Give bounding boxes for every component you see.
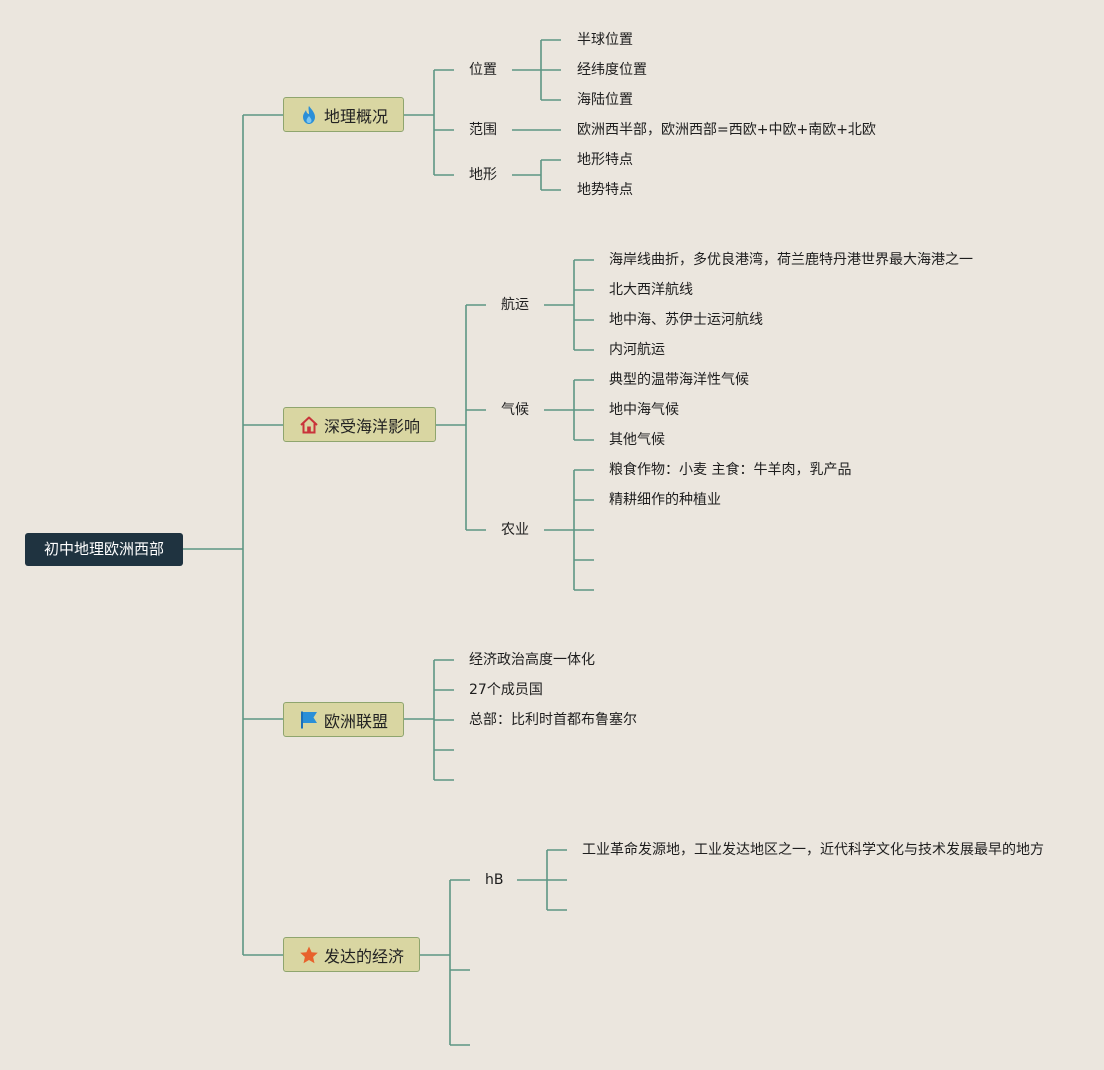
leaf-node[interactable]: 地势特点 [577, 182, 633, 198]
leaf-node[interactable]: 地中海气候 [609, 402, 679, 418]
fire-icon [299, 105, 319, 125]
topic-label: 欧洲联盟 [323, 711, 388, 731]
subtopic-terrain[interactable]: 地形 [469, 167, 497, 183]
leaf-node[interactable]: 工业革命发源地，工业发达地区之一，近代科学文化与技术发展最早的地方 [582, 842, 1044, 858]
star-icon [299, 945, 319, 965]
leaf-node[interactable]: 经济政治高度一体化 [469, 652, 595, 668]
subtopic-shipping[interactable]: 航运 [501, 297, 529, 313]
subtopic-position[interactable]: 位置 [469, 62, 497, 78]
leaf-node[interactable]: 其他气候 [609, 432, 665, 448]
subtopic-climate[interactable]: 气候 [501, 402, 529, 418]
topic-developed-economy[interactable]: 发达的经济 [283, 937, 420, 972]
leaf-node[interactable]: 半球位置 [577, 32, 633, 48]
leaf-node[interactable]: 27个成员国 [469, 682, 543, 698]
topic-label: 深受海洋影响 [323, 416, 420, 436]
leaf-node[interactable]: 欧洲西半部，欧洲西部=西欧+中欧+南欧+北欧 [577, 122, 876, 138]
leaf-node[interactable]: 海岸线曲折，多优良港湾，荷兰鹿特丹港世界最大海港之一 [609, 252, 973, 268]
leaf-node[interactable]: 地形特点 [577, 152, 633, 168]
topic-label: 地理概况 [323, 106, 388, 126]
flag-icon [299, 710, 319, 730]
leaf-node[interactable]: 北大西洋航线 [609, 282, 693, 298]
leaf-node[interactable]: 经纬度位置 [577, 62, 647, 78]
subtopic-agriculture[interactable]: 农业 [501, 522, 529, 538]
subtopic-range[interactable]: 范围 [469, 122, 497, 138]
leaf-node[interactable]: 精耕细作的种植业 [609, 492, 721, 508]
leaf-node[interactable]: 海陆位置 [577, 92, 633, 108]
topic-ocean-influence[interactable]: 深受海洋影响 [283, 407, 436, 442]
home-icon [299, 415, 319, 435]
leaf-node[interactable]: 典型的温带海洋性气候 [609, 372, 749, 388]
leaf-node[interactable]: 总部：比利时首都布鲁塞尔 [469, 712, 637, 728]
leaf-node[interactable]: 粮食作物：小麦 主食：牛羊肉，乳产品 [609, 462, 852, 478]
leaf-node[interactable]: 内河航运 [609, 342, 665, 358]
leaf-node[interactable]: 地中海、苏伊士运河航线 [609, 312, 763, 328]
topic-european-union[interactable]: 欧洲联盟 [283, 702, 404, 737]
topic-geography-overview[interactable]: 地理概况 [283, 97, 404, 132]
topic-label: 发达的经济 [323, 946, 404, 966]
subtopic-hb[interactable]: hB [485, 872, 504, 888]
root-node[interactable]: 初中地理欧洲西部 [25, 533, 183, 566]
